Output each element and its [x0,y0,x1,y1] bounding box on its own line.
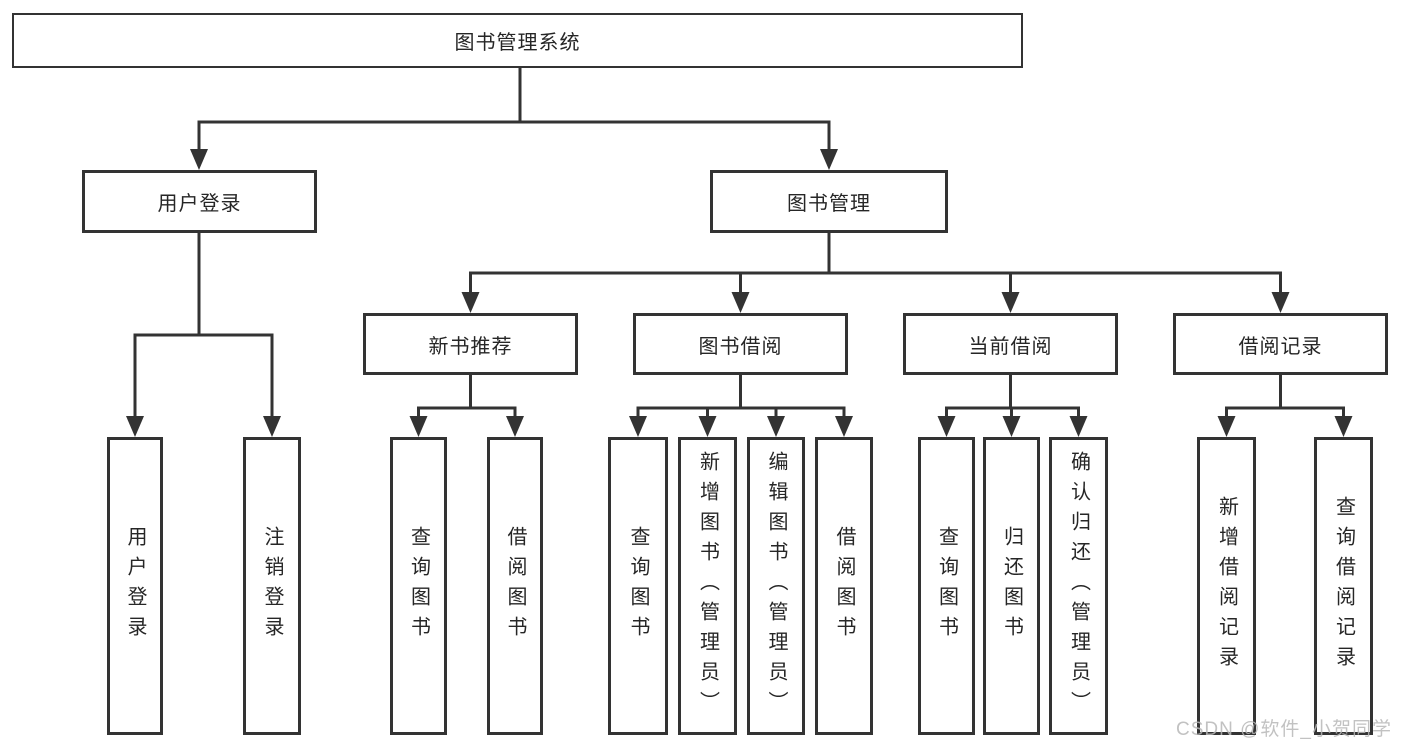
node-label: 注销登录 [261,526,283,646]
node-label: 归还图书 [1000,526,1023,646]
node-borrow-books-recommend: 借阅图书 [487,437,543,735]
node-label: 借阅图书 [504,526,526,646]
node-label: 图书管理系统 [454,32,581,54]
node-current-borrowing: 当前借阅 [903,313,1118,375]
node-label: 借阅图书 [833,526,855,646]
node-label: 当前借阅 [968,335,1053,358]
node-user-login-branch: 用户登录 [82,170,317,233]
node-book-management: 图书管理 [710,170,948,233]
node-query-borrow-record: 查询借阅记录 [1314,437,1373,735]
node-label: 新书推荐 [428,335,513,358]
connector-paths [133,65,1345,434]
node-logout: 注销登录 [243,437,301,735]
node-label: 编辑图书（管理员） [765,451,787,721]
node-add-books-admin: 新增图书（管理员） [678,437,737,735]
node-borrow-books-borrowing: 借阅图书 [815,437,873,735]
node-label: 用户登录 [157,193,242,215]
node-edit-books-admin: 编辑图书（管理员） [747,437,805,735]
node-return-books: 归还图书 [983,437,1040,735]
node-add-borrow-record: 新增借阅记录 [1197,437,1256,735]
node-label: 图书管理 [787,193,871,215]
node-label: 确认归还（管理员） [1067,451,1090,721]
node-new-book-recommendation: 新书推荐 [363,313,578,375]
node-borrowing-records: 借阅记录 [1173,313,1388,375]
node-label: 借阅记录 [1238,335,1323,358]
node-confirm-return-admin: 确认归还（管理员） [1049,437,1108,735]
node-label: 新增借阅记录 [1215,496,1238,676]
node-library-management-system: 图书管理系统 [12,13,1023,68]
node-label: 用户登录 [124,526,146,646]
node-query-books-recommend: 查询图书 [390,437,447,735]
node-label: 查询图书 [935,526,958,646]
node-label: 新增图书（管理员） [696,451,719,721]
node-user-login: 用户登录 [107,437,163,735]
node-label: 查询图书 [627,526,649,646]
arrowheads [126,149,1353,437]
node-query-books-current: 查询图书 [918,437,975,735]
node-book-borrowing: 图书借阅 [633,313,848,375]
node-label: 查询借阅记录 [1332,496,1355,676]
node-query-books-borrowing: 查询图书 [608,437,668,735]
watermark: CSDN @软件_小贺同学 [1176,719,1392,740]
node-label: 查询图书 [407,526,430,646]
node-label: 图书借阅 [698,335,783,358]
